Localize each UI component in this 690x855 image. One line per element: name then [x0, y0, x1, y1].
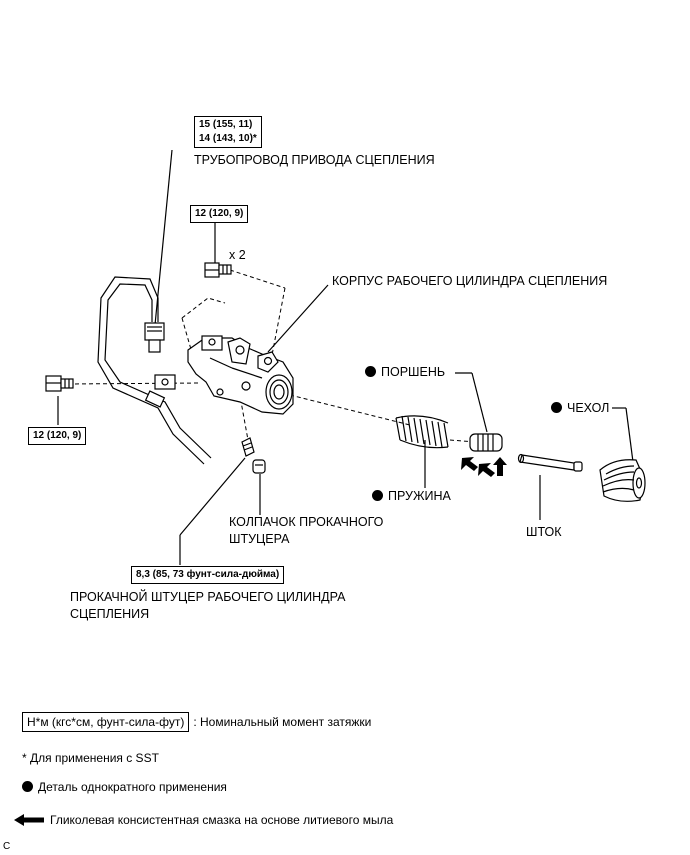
corner-mark: C	[3, 841, 11, 852]
label-boot: ЧЕХОЛ	[551, 400, 609, 417]
torque-bleeder-plug-value: 8,3 (85, 73 фунт-сила-дюйма)	[136, 569, 280, 580]
label-bleeder-cap-line1: КОЛПАЧОК ПРОКАЧНОГО	[229, 515, 384, 529]
torque-box-bleeder-plug: 8,3 (85, 73 фунт-сила-дюйма)	[131, 566, 285, 584]
bleeder-cap	[252, 459, 266, 474]
torque-clutch-line-row1: 15 (155, 11)	[199, 119, 253, 130]
label-spring-text: ПРУЖИНА	[388, 489, 451, 503]
torque-housing-bolts-value: 12 (120, 9)	[195, 208, 244, 219]
push-rod	[517, 453, 583, 472]
non-reusable-dot-icon	[551, 402, 562, 413]
legend-torque-desc: : Номинальный момент затяжки	[193, 715, 372, 729]
label-clutch-line: ТРУБОПРОВОД ПРИВОДА СЦЕПЛЕНИЯ	[194, 153, 435, 167]
label-release-cylinder: КОРПУС РАБОЧЕГО ЦИЛИНДРА СЦЕПЛЕНИЯ	[332, 274, 608, 288]
non-reusable-dot-icon	[365, 366, 376, 377]
grease-arrows	[461, 457, 507, 477]
non-reusable-dot-icon	[372, 490, 383, 501]
legend-non-reusable: Деталь однократного применения	[22, 779, 227, 795]
legend-torque-unit-box: Н*м (кгс*см, фунт-сила-фут)	[22, 712, 190, 732]
legend-non-reusable-text: Деталь однократного применения	[38, 780, 227, 794]
release-cylinder-housing	[187, 335, 294, 415]
quantity-label: x 2	[229, 248, 246, 262]
bleeder-plug	[241, 437, 255, 457]
legend-torque: Н*м (кгс*см, фунт-сила-фут): Номинальный…	[22, 712, 371, 732]
label-piston-text: ПОРШЕНЬ	[381, 365, 446, 379]
legend-grease-text: Гликолевая консистентная смазка на основ…	[50, 813, 394, 827]
clutch-line-pipe	[97, 276, 212, 465]
label-bleeder-plug: ПРОКАЧНОЙ ШТУЦЕР РАБОЧЕГО ЦИЛИНДРА СЦЕПЛ…	[70, 589, 345, 623]
leader-lines	[57, 149, 634, 565]
torque-box-housing-bolts: 12 (120, 9)	[190, 205, 249, 223]
legend-grease: Гликолевая консистентная смазка на основ…	[14, 812, 393, 828]
label-spring: ПРУЖИНА	[372, 488, 451, 505]
torque-box-clutch-line: 15 (155, 11) 14 (143, 10)*	[194, 116, 262, 148]
left-bolt	[45, 375, 74, 392]
label-bleeder-plug-line2: СЦЕПЛЕНИЯ	[70, 607, 150, 621]
non-reusable-dot-icon	[22, 781, 33, 792]
legend-sst-note: * Для применения с SST	[22, 751, 159, 765]
label-piston: ПОРШЕНЬ	[365, 364, 445, 381]
piston	[469, 433, 503, 452]
label-push-rod: ШТОК	[526, 525, 562, 539]
boot	[599, 459, 646, 502]
grease-arrow-icon	[14, 814, 44, 826]
label-bleeder-cap: КОЛПАЧОК ПРОКАЧНОГО ШТУЦЕРА	[229, 514, 383, 548]
torque-box-left-bolt: 12 (120, 9)	[28, 427, 87, 445]
housing-bolt	[204, 262, 232, 278]
torque-left-bolt-value: 12 (120, 9)	[33, 430, 82, 441]
label-bleeder-plug-line1: ПРОКАЧНОЙ ШТУЦЕР РАБОЧЕГО ЦИЛИНДРА	[70, 590, 346, 604]
label-boot-text: ЧЕХОЛ	[567, 401, 610, 415]
label-bleeder-cap-line2: ШТУЦЕРА	[229, 532, 290, 546]
spring	[395, 415, 449, 449]
torque-clutch-line-row2: 14 (143, 10)*	[199, 133, 257, 144]
